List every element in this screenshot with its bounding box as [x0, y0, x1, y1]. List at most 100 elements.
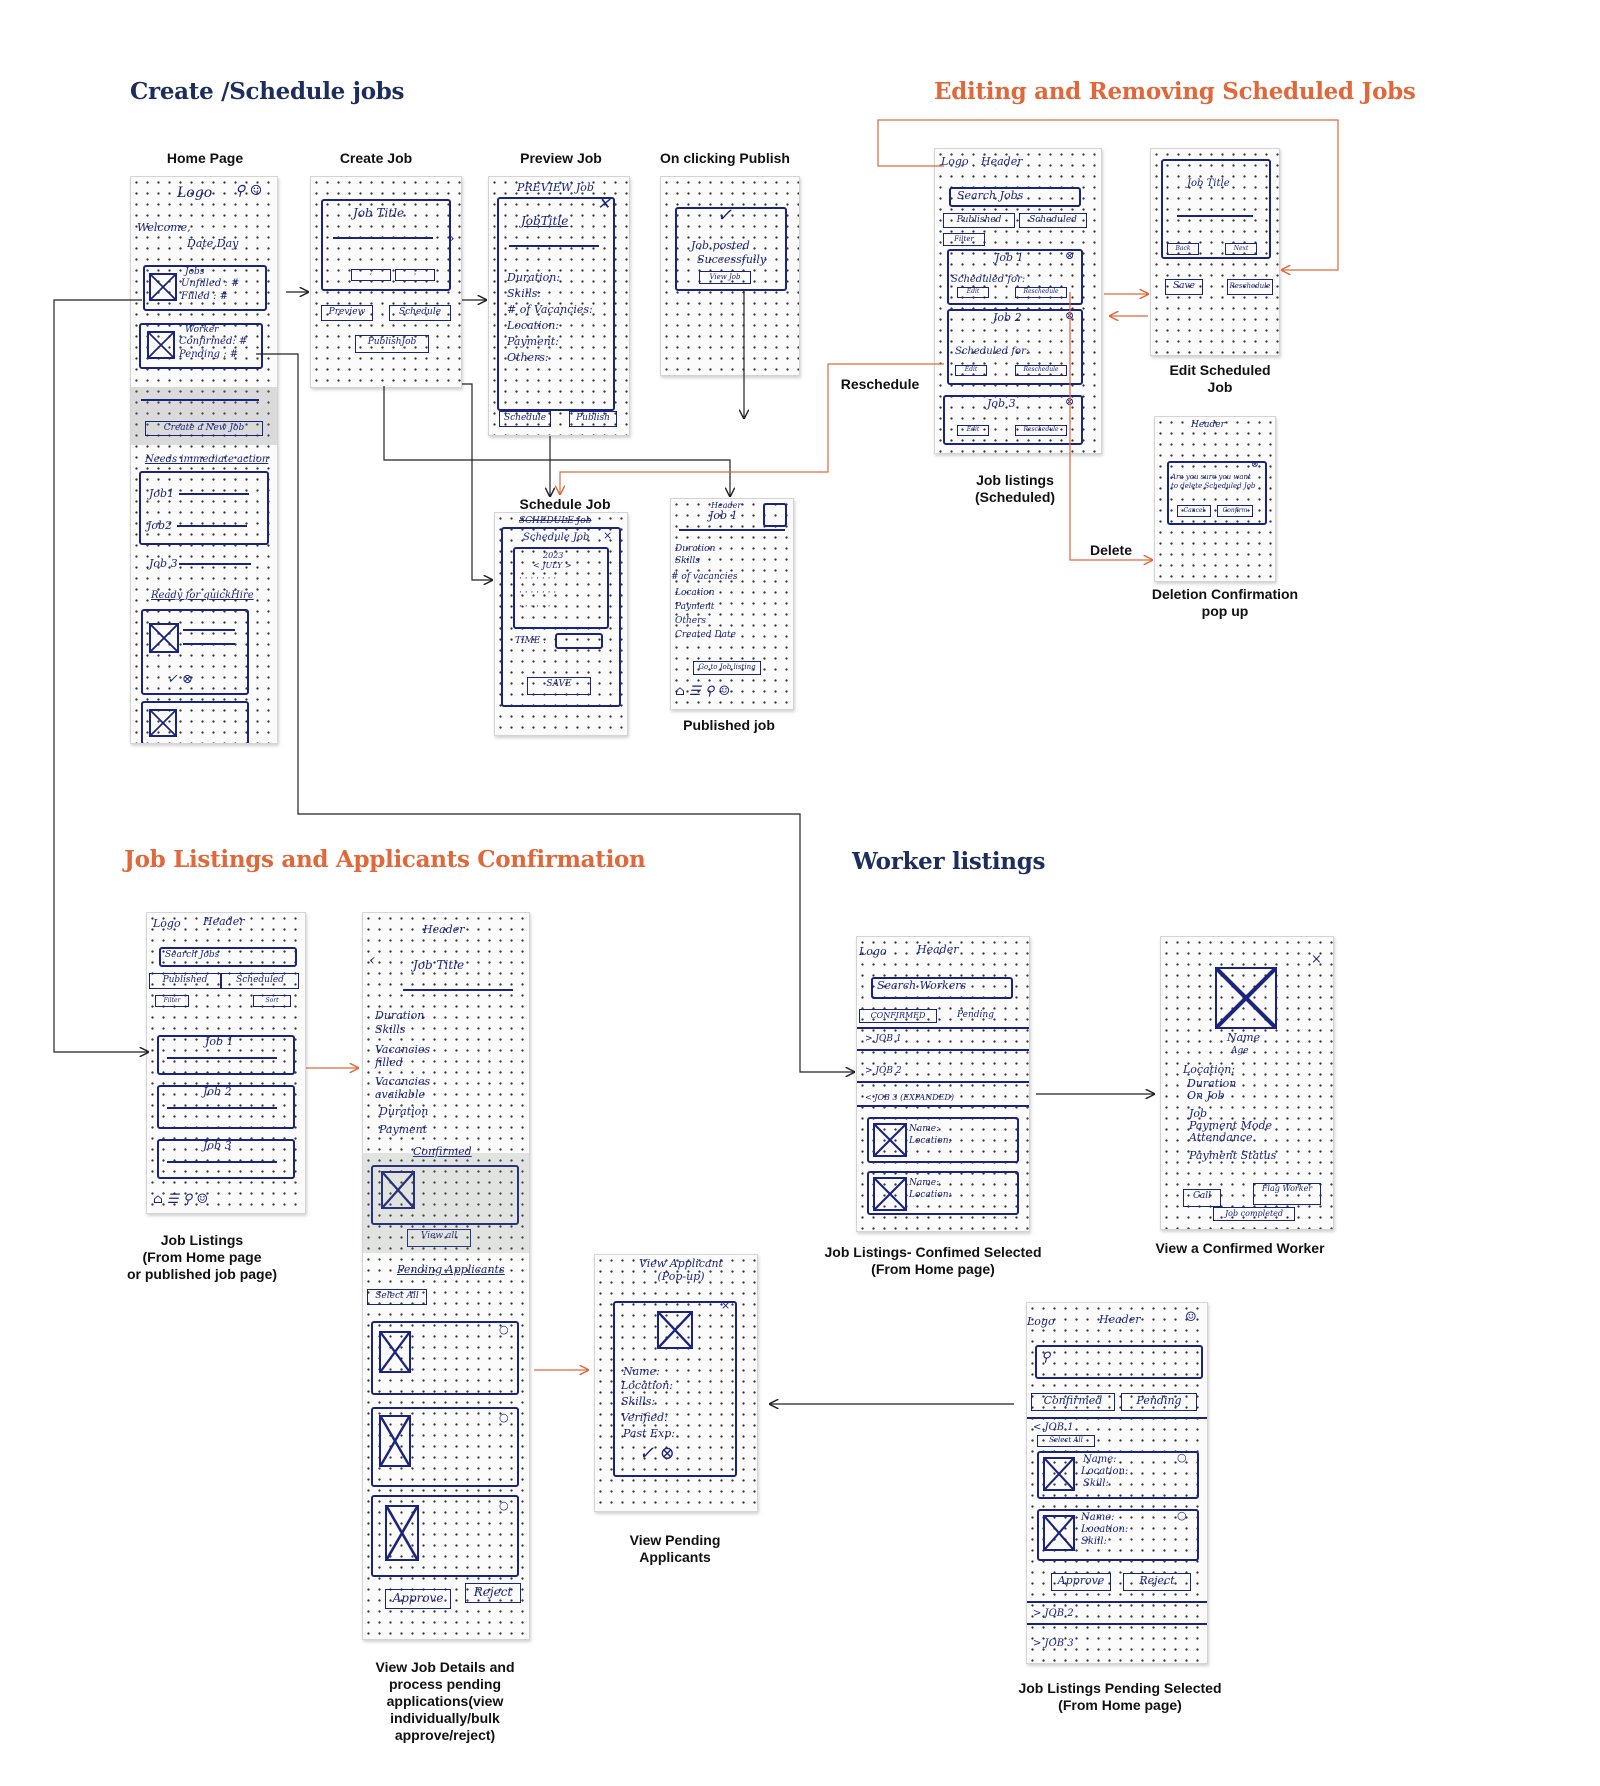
select-all-button[interactable]: Select All — [367, 1289, 427, 1305]
filter-button[interactable]: Filter — [155, 995, 189, 1007]
back-chevron-icon[interactable]: ‹ — [369, 950, 376, 969]
listings-job2-card[interactable] — [157, 1085, 295, 1129]
back-button[interactable]: Back — [1167, 243, 1199, 255]
close-circle-icon[interactable]: ⊗ — [1065, 249, 1075, 262]
chevron-right-icon[interactable]: › — [449, 231, 455, 247]
pending-job1[interactable]: < JOB 1 — [1033, 1422, 1074, 1433]
published-skills: Skills — [675, 556, 700, 566]
create-next-button[interactable]: › — [395, 269, 435, 281]
tab-scheduled[interactable]: Scheduled — [221, 973, 299, 989]
pending-applicant-card[interactable] — [1037, 1509, 1199, 1561]
workers-job1[interactable]: > JOB 1 — [865, 1034, 902, 1044]
home-jobs-card — [143, 265, 267, 311]
reschedule-button[interactable]: Reschedule — [1015, 287, 1067, 298]
pending-job3[interactable]: > JOB 3 — [1033, 1638, 1074, 1649]
tab-published[interactable]: Published — [943, 213, 1015, 228]
tab-scheduled[interactable]: Scheduled — [1019, 213, 1087, 228]
listings-job3-card[interactable] — [157, 1139, 295, 1179]
next-button[interactable]: Next — [1225, 243, 1257, 255]
preview-schedule-button[interactable]: Schedule — [499, 411, 551, 427]
line — [679, 529, 785, 531]
bottom-nav-icon[interactable]: ⌂ ☰ ⚲ ☺ — [675, 684, 731, 699]
tab-pending[interactable]: Pending — [957, 1010, 994, 1020]
close-circle-icon[interactable]: ⊗ — [1065, 395, 1075, 408]
caption-confirmed-selected: Job Listings- Confimed Selected(From Hom… — [824, 1244, 1042, 1277]
select-all-button[interactable]: Select All — [1037, 1435, 1095, 1447]
schedule-button[interactable]: Schedule — [389, 305, 451, 321]
flag-worker-button[interactable]: Flag Worker — [1253, 1183, 1321, 1205]
worker-name: Name: — [909, 1124, 940, 1134]
radio-icon[interactable]: ○ — [499, 1323, 509, 1336]
create-previous-button[interactable]: ‹ — [351, 269, 391, 281]
calendar-grid-icon[interactable]: · · · · · · · — [519, 602, 557, 612]
calendar-grid-icon[interactable]: · · · · · · · — [519, 574, 557, 584]
caption-published-job: Published job — [683, 717, 775, 733]
create-new-job-button[interactable]: Create a New Job — [145, 421, 263, 436]
approve-button[interactable]: Approve — [385, 1589, 451, 1609]
worker-location: Location: — [909, 1136, 952, 1146]
close-icon[interactable]: × — [603, 529, 613, 542]
tab-confirmed[interactable]: Confirmed — [1031, 1393, 1115, 1411]
edit-button[interactable]: Edit — [955, 365, 987, 376]
caption-schedule-job: Schedule Job — [519, 496, 611, 512]
worker-card[interactable] — [867, 1171, 1019, 1215]
preview-button[interactable]: Preview — [321, 305, 373, 321]
preview-location: Location: — [507, 319, 559, 332]
close-circle-icon[interactable]: ⊗ — [1251, 460, 1259, 470]
reject-button[interactable]: Reject — [465, 1583, 521, 1603]
view-job-button[interactable]: View Job — [699, 271, 751, 284]
home-ready-label: Ready for quickHire — [151, 590, 254, 601]
user-icon[interactable]: ☺ — [1185, 1310, 1197, 1325]
preview-publish-button[interactable]: Publish — [569, 411, 617, 427]
close-icon[interactable]: × — [1311, 952, 1322, 967]
schedule-save-button[interactable]: SAVE — [527, 677, 591, 695]
pending-job2[interactable]: > JOB 2 — [1033, 1608, 1074, 1619]
bottom-nav-icon[interactable]: ⌂ ☰ ⚲ ☺ — [153, 1192, 209, 1207]
edit-button[interactable]: Edit — [957, 287, 989, 298]
go-to-job-listing-button[interactable]: Go to Job listing — [693, 661, 761, 675]
calendar-grid-icon[interactable]: · · · · · · · — [519, 588, 557, 598]
tab-pending[interactable]: Pending — [1121, 1393, 1197, 1411]
call-button[interactable]: Call — [1183, 1189, 1221, 1207]
radio-icon[interactable]: ○ — [499, 1499, 509, 1512]
search-workers-input[interactable] — [871, 977, 1013, 999]
filter-button[interactable]: Filter — [943, 233, 985, 246]
sort-button[interactable]: Sort — [253, 995, 291, 1007]
tab-confirmed[interactable]: CONFIRMED — [859, 1009, 937, 1023]
confirm-button[interactable]: Confirm — [1217, 505, 1253, 517]
close-icon[interactable]: ✕ — [597, 194, 611, 213]
tab-published[interactable]: Published — [149, 973, 221, 989]
save-button[interactable]: Save — [1165, 279, 1203, 295]
pending-location: Location: — [1081, 1524, 1129, 1535]
reschedule-button[interactable]: Reschedule — [1015, 365, 1067, 376]
approve-button[interactable]: Approve — [1051, 1573, 1111, 1591]
time-input[interactable] — [555, 633, 603, 649]
edit-reschedule-button[interactable]: Reschedule — [1227, 279, 1273, 295]
view-all-button[interactable]: View all — [407, 1229, 471, 1247]
publish-job-button[interactable]: PublishJob — [355, 335, 429, 353]
reschedule-button[interactable]: Reschedule — [1015, 425, 1067, 436]
home-welcome-text: Welcome, — [137, 221, 191, 234]
job-completed-button[interactable]: Job completed — [1213, 1207, 1295, 1221]
pending-applicant-card[interactable] — [1037, 1451, 1199, 1499]
cancel-button[interactable]: Cancel — [1177, 505, 1211, 517]
edit-button[interactable]: Edit — [957, 425, 989, 436]
details-shaded-band — [363, 1153, 529, 1253]
pending-search-input[interactable] — [1035, 1345, 1203, 1379]
reject-button[interactable]: Reject — [1123, 1573, 1191, 1591]
close-circle-icon[interactable]: ⊗ — [1065, 309, 1075, 322]
home-date-text: Date,Day — [187, 237, 239, 250]
approve-reject-icon[interactable]: ✓ ⊗ — [167, 672, 193, 687]
approve-reject-icon[interactable]: ✓ ⊗ — [639, 1443, 675, 1464]
workers-job3[interactable]: < JOB 3 (EXPANDED) — [865, 1093, 954, 1102]
radio-icon[interactable]: ○ — [1177, 1451, 1187, 1464]
worker-card[interactable] — [867, 1117, 1019, 1163]
radio-icon[interactable]: ○ — [499, 1411, 509, 1424]
workers-job2[interactable]: > JOB 2 — [865, 1066, 902, 1076]
radio-icon[interactable]: ○ — [1177, 1509, 1187, 1522]
close-icon[interactable]: × — [721, 1299, 731, 1312]
publish-popup-line2: Successfully — [697, 253, 767, 266]
pending-location: Location: — [1081, 1466, 1129, 1477]
home-shaded-band — [131, 387, 277, 445]
